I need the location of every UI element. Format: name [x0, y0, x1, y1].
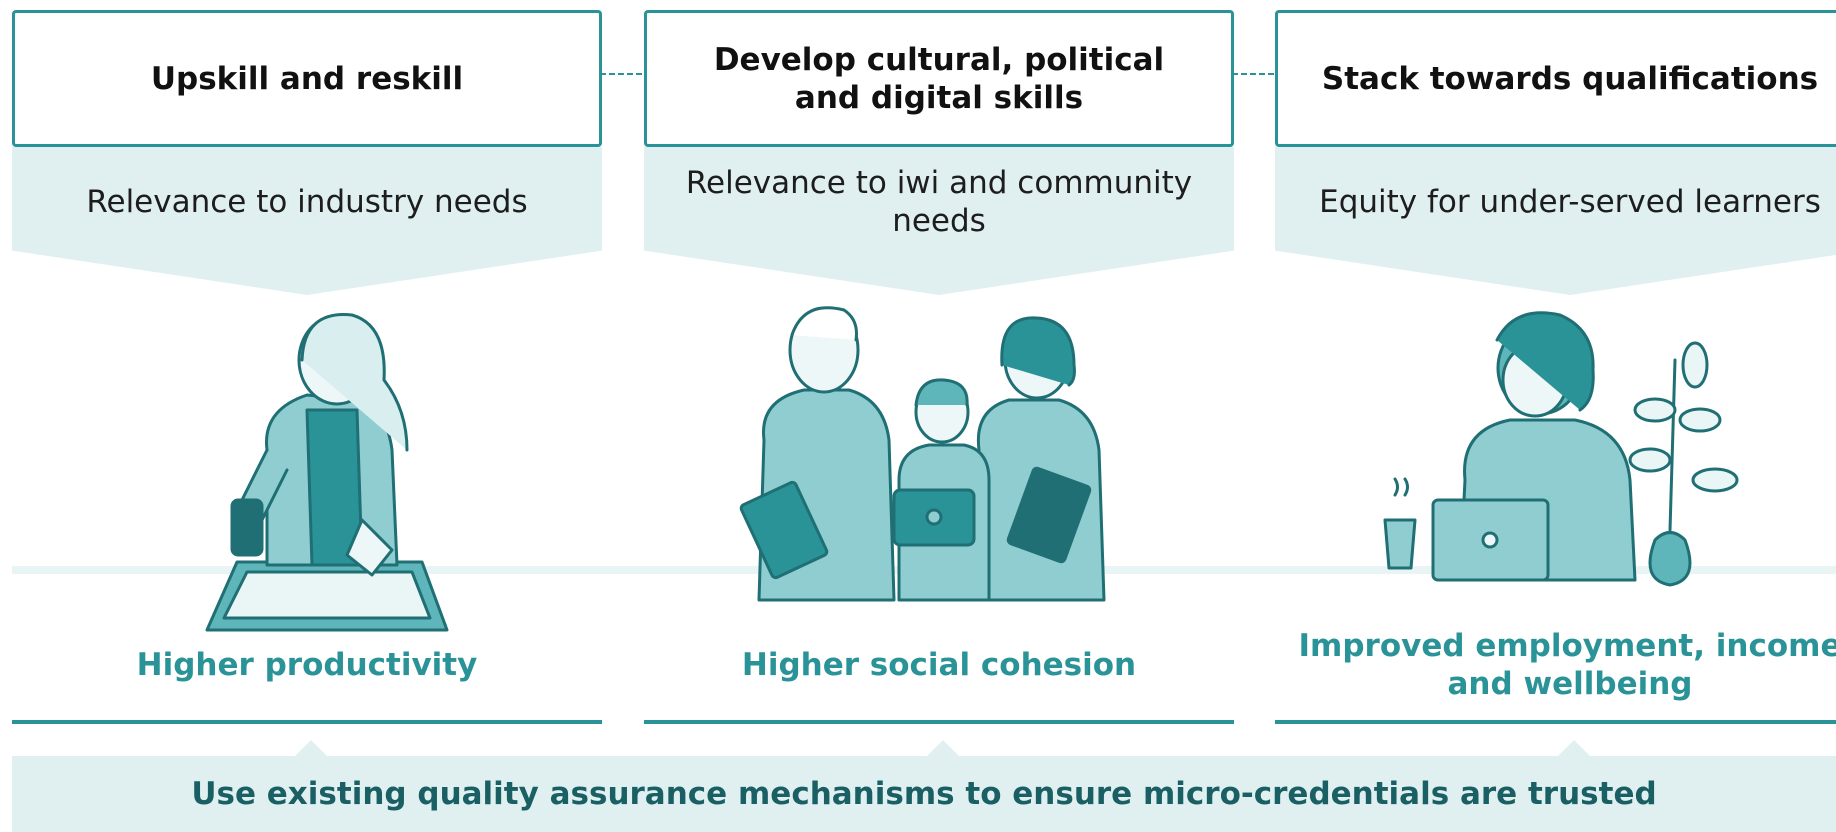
relevance-text: Equity for under-served learners — [1319, 184, 1821, 220]
column-upskill: Upskill and reskill Relevance to industr… — [12, 0, 602, 832]
footer-notch — [927, 740, 959, 756]
outcome-underline — [1275, 720, 1836, 724]
woman-with-laptop-and-plant-icon — [1383, 311, 1739, 587]
outcome-text: Higher productivity — [136, 647, 478, 683]
relevance-text: Relevance to industry needs — [86, 184, 528, 220]
column-heading: Stack towards qualifications — [1275, 10, 1836, 147]
relevance-text: Relevance to iwi and community needs — [685, 165, 1193, 239]
outcome-text: Higher social cohesion — [741, 647, 1137, 683]
family-with-tablet-icon — [739, 306, 1106, 602]
outcome-underline — [12, 720, 602, 724]
column-heading: Develop cultural, political and digital … — [644, 10, 1234, 147]
connector-dash — [1232, 73, 1274, 75]
footer-banner: Use existing quality assurance mechanism… — [12, 756, 1836, 832]
footer-notch — [1558, 740, 1590, 756]
column-heading: Upskill and reskill — [12, 10, 602, 147]
column-qualifications: Stack towards qualifications Equity for … — [1275, 0, 1836, 832]
woman-working-at-bench-icon — [205, 313, 449, 632]
column-cultural-skills: Develop cultural, political and digital … — [644, 0, 1234, 832]
connector-dash — [600, 73, 642, 75]
outcome-text: Improved employment, income and wellbein… — [1298, 628, 1836, 702]
outcome-underline — [644, 720, 1234, 724]
footer-notch — [295, 740, 327, 756]
